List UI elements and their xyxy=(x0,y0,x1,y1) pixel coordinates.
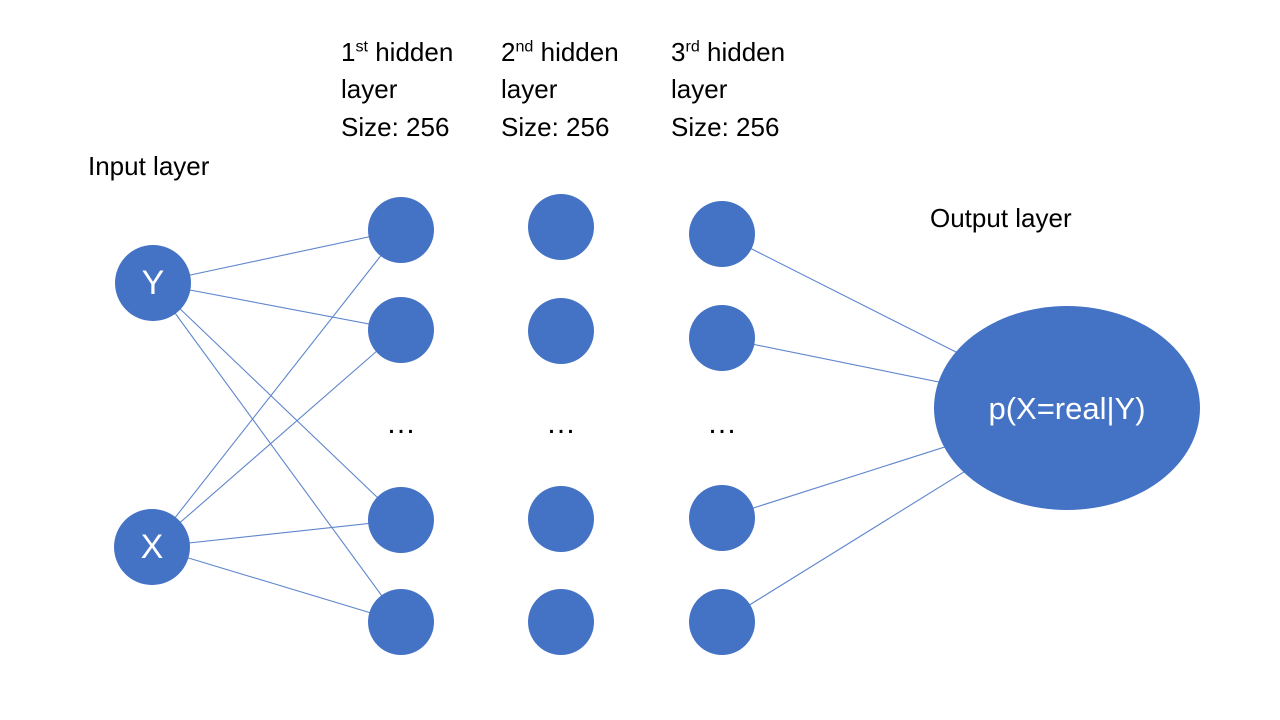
edge-y-h1n4 xyxy=(152,282,402,623)
hidden-layer-3-ordinal-number: 3 xyxy=(671,37,686,67)
hidden-layer-3-node-1[interactable] xyxy=(689,201,755,267)
hidden-layer-3-ordinal-suffix: rd xyxy=(685,37,700,56)
output-layer-label: Output layer xyxy=(930,203,1072,233)
hidden-layer-1-title-line1: 1st hidden xyxy=(341,34,453,71)
hidden-layer-2-node-1[interactable] xyxy=(528,194,594,260)
hidden-layer-2-node-2[interactable] xyxy=(528,298,594,364)
hidden-layer-3-node-2[interactable] xyxy=(689,305,755,371)
hidden-layer-2-title-line1: 2nd hidden xyxy=(501,34,619,71)
edge-y-h1n3 xyxy=(152,282,402,521)
hidden-layer-1-node-3[interactable] xyxy=(368,487,434,553)
hidden-layer-2-title: 2nd hidden layer Size: 256 xyxy=(501,34,619,146)
hidden-layer-3-node-3[interactable] xyxy=(689,485,755,551)
hidden-layer-1-title-rest: hidden xyxy=(368,37,454,67)
hidden-layer-2-title-rest: hidden xyxy=(533,37,619,67)
hidden-layer-3-title-line1: 3rd hidden xyxy=(671,34,785,71)
hidden-layer-1-title: 1st hidden layer Size: 256 xyxy=(341,34,453,146)
hidden-layer-3-node-4[interactable] xyxy=(689,589,755,655)
output-node[interactable]: p(X=real|Y) xyxy=(934,306,1200,510)
hidden-layer-1-size: Size: 256 xyxy=(341,111,450,142)
hidden-layer-2-ordinal-number: 2 xyxy=(501,37,516,67)
hidden-layer-1-ordinal-number: 1 xyxy=(341,37,356,67)
hidden-layer-2-size: Size: 256 xyxy=(501,111,610,142)
input-layer-label: Input layer xyxy=(88,151,210,181)
hidden-layer-3-ellipsis: … xyxy=(707,407,738,440)
hidden-layer-1-title-line2: layer xyxy=(341,74,398,105)
hidden-layer-1-ellipsis: … xyxy=(386,407,417,440)
hidden-layer-3-size: Size: 256 xyxy=(671,111,780,142)
edge-x-h1n4 xyxy=(151,546,402,623)
hidden-layer-2-node-4[interactable] xyxy=(528,589,594,655)
edge-x-h1n2 xyxy=(151,329,402,548)
hidden-layer-1-node-4[interactable] xyxy=(368,589,434,655)
hidden-layer-2-title-line2: layer xyxy=(501,74,558,105)
hidden-layer-1-ordinal-suffix: st xyxy=(355,37,368,56)
hidden-layer-3-title: 3rd hidden layer Size: 256 xyxy=(671,34,785,146)
hidden-layer-3-title-line2: layer xyxy=(671,74,728,105)
hidden-layer-3-title-rest: hidden xyxy=(699,37,786,67)
input-node-x[interactable]: X xyxy=(114,509,190,585)
hidden-layer-2-node-3[interactable] xyxy=(528,486,594,552)
hidden-layer-1-node-1[interactable] xyxy=(368,197,434,263)
input-node-y[interactable]: Y xyxy=(115,245,191,321)
hidden-layer-2-ordinal-suffix: nd xyxy=(515,37,534,56)
hidden-layer-1-node-2[interactable] xyxy=(368,297,434,363)
hidden-layer-2-ellipsis: … xyxy=(546,407,577,440)
